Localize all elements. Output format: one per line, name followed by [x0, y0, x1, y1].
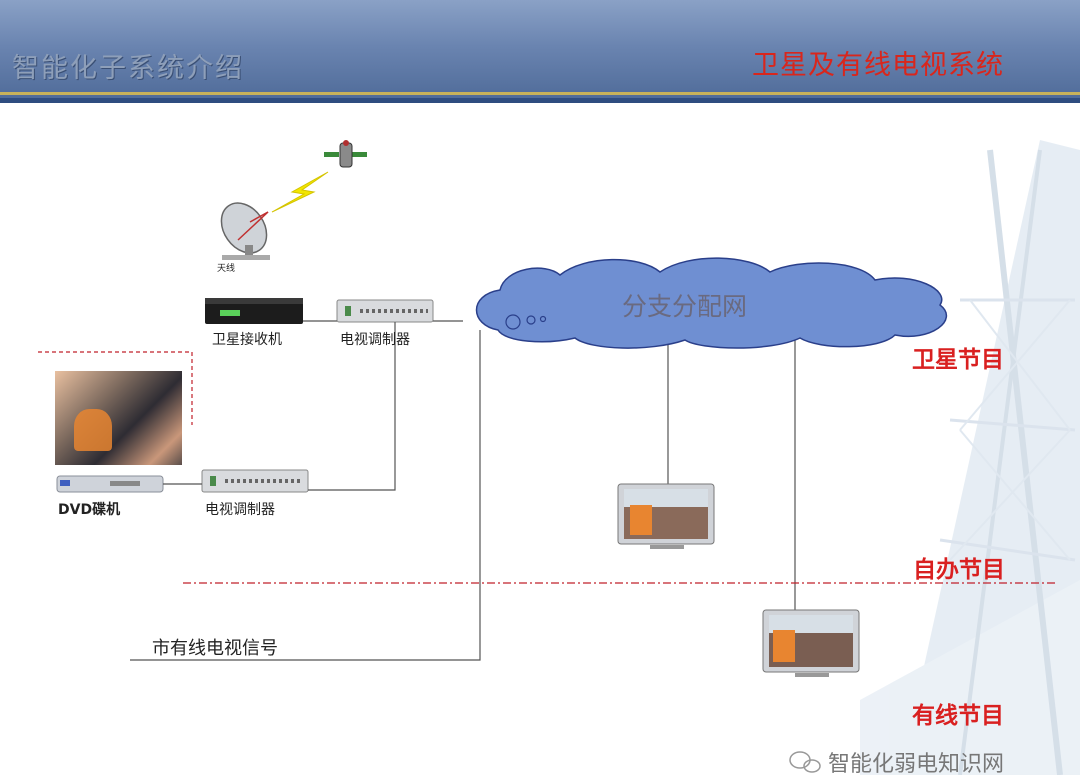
- satellite-icon: [324, 140, 367, 168]
- signal-bolt-icon: [271, 171, 329, 213]
- tower-background: [860, 140, 1080, 775]
- header-right-title: 卫星及有线电视系统: [752, 50, 1004, 81]
- cable-programs-label: 有线节目: [912, 703, 1004, 729]
- distribution-cloud: [475, 257, 948, 349]
- satellite-programs-label: 卫星节目: [912, 347, 1004, 373]
- connection-lines: [130, 320, 796, 661]
- header-divider: [0, 92, 1080, 95]
- dvd-player-device: [56, 475, 164, 493]
- antenna-label: 天线: [217, 264, 236, 274]
- modulator-2-label: 电视调制器: [205, 502, 275, 518]
- header-left-title: 智能化子系统介绍: [12, 53, 244, 84]
- dvd-content-photo: [55, 371, 182, 465]
- city-cable-label: 市有线电视信号: [152, 638, 278, 659]
- satellite-receiver-device: [205, 298, 303, 324]
- own-programs-label: 自办节目: [913, 557, 1005, 583]
- header-banner: [0, 0, 1080, 103]
- header-underline: [0, 98, 1080, 103]
- watermark-logo-icon: [789, 751, 821, 773]
- television-1: [617, 483, 715, 549]
- satellite-receiver-label: 卫星接收机: [212, 332, 282, 348]
- modulator-1-label: 电视调制器: [340, 332, 410, 348]
- television-2: [762, 609, 860, 677]
- dvd-player-label: DVD碟机: [58, 502, 121, 518]
- modulator-1-device: [336, 299, 434, 323]
- satellite-dish-icon: [220, 202, 270, 260]
- dvd-source-frame: [38, 351, 193, 425]
- modulator-2-device: [201, 469, 309, 493]
- cloud-label: 分支分配网: [622, 292, 748, 321]
- footer-watermark: 智能化弱电知识网: [828, 752, 1005, 777]
